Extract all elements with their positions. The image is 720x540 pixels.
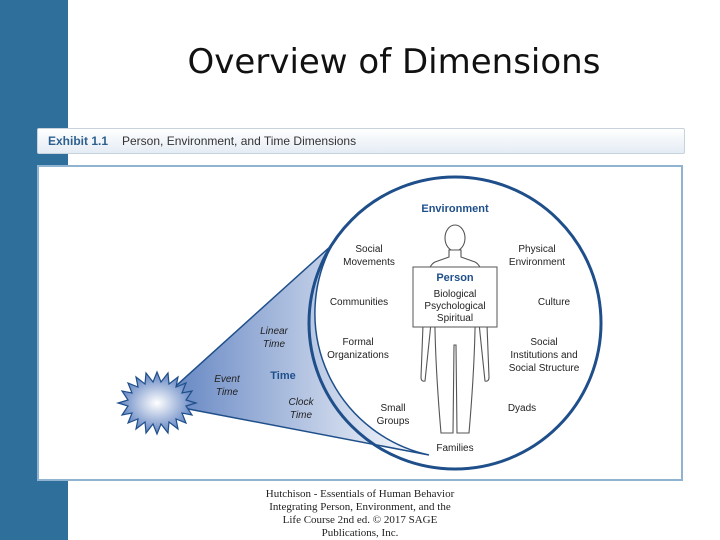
exhibit-header: Exhibit 1.1 Person, Environment, and Tim… xyxy=(37,128,685,154)
environment-label: Environment xyxy=(421,203,489,215)
citation-line-3: Life Course 2nd ed. © 2017 SAGE xyxy=(282,514,438,526)
culture-label: Culture xyxy=(538,297,571,308)
environment-circle xyxy=(307,175,603,471)
small-groups-label-1: Small xyxy=(380,403,405,414)
physical-environment-label-1: Physical xyxy=(518,244,555,255)
person-box xyxy=(412,266,498,328)
person-environment-time-diagram: Person Biological Psychological Spiritua… xyxy=(115,175,603,471)
linear-time-label-1: Linear xyxy=(260,326,288,337)
exhibit-number: Exhibit 1.1 xyxy=(48,134,109,148)
event-time-label-1: Event xyxy=(214,374,241,385)
exhibit-caption: Person, Environment, and Time Dimensions xyxy=(122,134,357,148)
small-groups-label-2: Groups xyxy=(377,416,410,427)
time-label: Time xyxy=(270,370,295,382)
formal-organizations-label-1: Formal xyxy=(342,337,373,348)
families-label: Families xyxy=(436,443,473,454)
person-label: Person xyxy=(436,272,474,284)
event-time-label-2: Time xyxy=(216,387,239,398)
citation-line-4: Publications, Inc. xyxy=(321,527,399,539)
slide-title: Overview of Dimensions xyxy=(187,42,601,82)
social-institutions-label-2: Institutions and xyxy=(510,350,577,361)
social-institutions-label-1: Social xyxy=(530,337,557,348)
person-psychological: Psychological xyxy=(424,301,485,312)
citation-line-1: Hutchison - Essentials of Human Behavior xyxy=(265,488,455,500)
formal-organizations-label-2: Organizations xyxy=(327,350,389,361)
person-spiritual: Spiritual xyxy=(437,313,473,324)
social-movements-label-1: Social xyxy=(355,244,382,255)
dyads-label: Dyads xyxy=(508,403,536,414)
citation-line-2: Integrating Person, Environment, and the xyxy=(269,501,451,513)
slide-footer-citation: Hutchison - Essentials of Human Behavior… xyxy=(240,488,480,540)
clock-time-label-1: Clock xyxy=(288,397,314,408)
time-cone xyxy=(155,244,430,456)
person-silhouette xyxy=(420,224,490,434)
communities-label: Communities xyxy=(330,297,388,308)
clock-time-label-2: Time xyxy=(290,410,313,421)
person-biological: Biological xyxy=(434,289,477,300)
linear-time-label-2: Time xyxy=(263,339,286,350)
social-movements-label-2: Movements xyxy=(343,257,395,268)
physical-environment-label-2: Environment xyxy=(509,257,565,268)
event-starburst xyxy=(115,370,199,436)
social-institutions-label-3: Social Structure xyxy=(509,363,580,374)
